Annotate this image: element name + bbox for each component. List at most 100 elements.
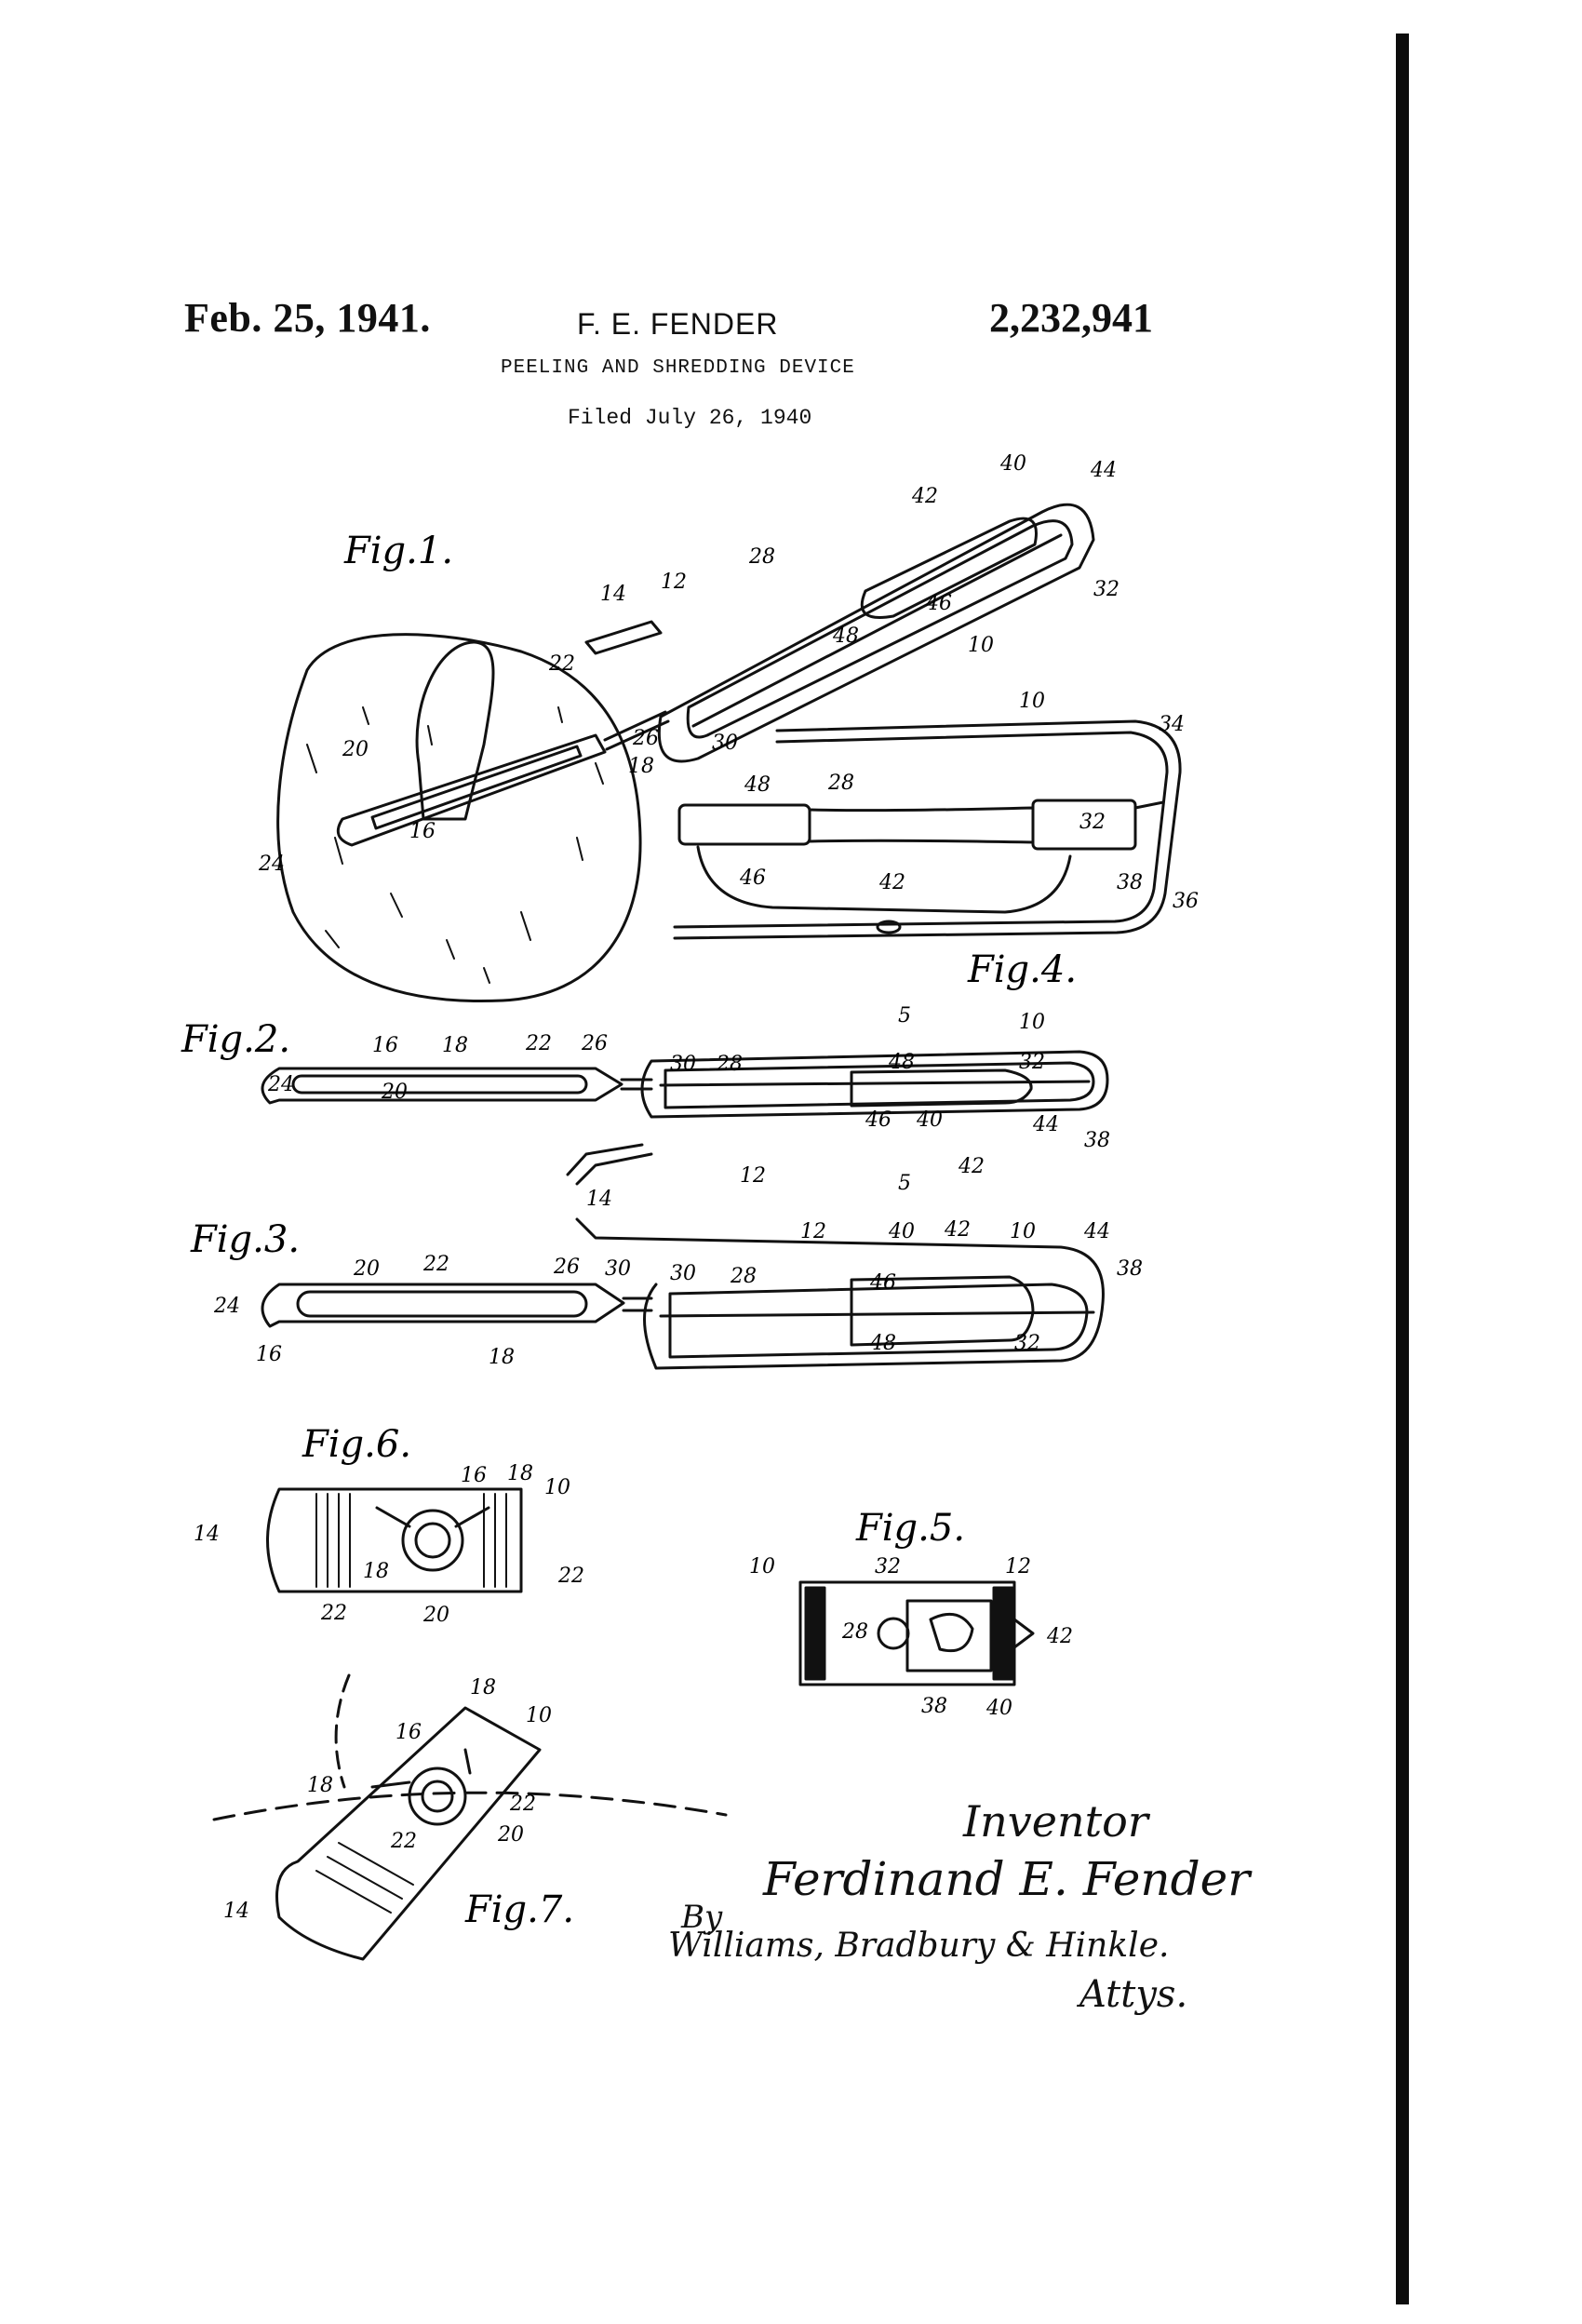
ref-label: 32: [1093, 578, 1119, 601]
ref-label: 16: [461, 1464, 487, 1487]
ref-label: 28: [716, 1053, 743, 1076]
ref-label: 18: [628, 755, 654, 778]
ref-label: 48: [869, 1332, 896, 1355]
ref-label: 32: [1019, 1051, 1045, 1074]
ref-label: 48: [888, 1051, 915, 1074]
ref-label: 40: [888, 1220, 915, 1243]
ref-label: 30: [712, 732, 738, 755]
ref-label: 42: [944, 1218, 971, 1242]
ref-label: 10: [968, 634, 994, 657]
fig4-refs: 10 34 48 28 32 46 42 38 36: [739, 690, 1199, 913]
inventor-label: Inventor: [963, 1796, 1148, 1847]
ref-label: 44: [1083, 1220, 1110, 1243]
fig2-refs: 16 18 22 26 30 28 48 10 32 24 20 46 40 4…: [267, 1004, 1110, 1211]
ref-label: 12: [1005, 1555, 1031, 1578]
ref-label: 24: [267, 1073, 294, 1096]
fig6-section: [266, 1487, 523, 1593]
fig7-refs: 18 10 16 18 22 22 20 14: [223, 1676, 552, 1923]
ref-label: 22: [557, 1565, 584, 1588]
ref-label: 16: [256, 1343, 282, 1366]
ref-label: 20: [422, 1604, 449, 1627]
potato-outline: [276, 633, 642, 1003]
ref-label: 28: [748, 545, 775, 569]
ref-label: 24: [258, 853, 285, 876]
fig2-frame: [640, 1050, 1109, 1119]
ref-label: 12: [661, 571, 687, 594]
ref-label: 28: [730, 1265, 757, 1288]
fig1-label: Fig.1.: [343, 530, 453, 572]
attorneys-signature: Williams, Bradbury & Hinkle.: [668, 1927, 1170, 1965]
ref-label: 46: [865, 1108, 892, 1132]
fig4-handle: [677, 803, 811, 846]
ref-label: 48: [744, 773, 771, 797]
ref-label: 10: [1019, 1011, 1045, 1034]
ref-label: 42: [1046, 1625, 1073, 1648]
fig7-drawing: [212, 1673, 728, 1961]
ref-label: 30: [670, 1053, 696, 1076]
ref-label: 38: [1084, 1129, 1110, 1152]
ref-label: 20: [342, 738, 369, 761]
ref-label: 36: [1173, 890, 1199, 913]
ref-label: 32: [875, 1555, 901, 1578]
fig6-label: Fig.6.: [302, 1423, 411, 1466]
ref-label: 40: [999, 452, 1026, 476]
ref-label: 22: [525, 1032, 552, 1055]
ref-label: 30: [670, 1262, 696, 1285]
fig6-refs: 16 18 10 14 18 22 22 20: [194, 1462, 584, 1627]
fig2-drawing: [261, 1050, 1109, 1186]
ref-label: 46: [869, 1271, 896, 1295]
ref-label: 20: [353, 1257, 380, 1281]
ref-label: 24: [213, 1295, 240, 1318]
patent-date: Feb. 25, 1941.: [184, 295, 431, 341]
ref-label: 20: [497, 1823, 524, 1847]
fig4-drawing: [673, 719, 1182, 940]
ref-label: 14: [586, 1188, 612, 1211]
ref-label: 18: [470, 1676, 496, 1699]
filed-date: Filed July 26, 1940: [568, 406, 812, 430]
attys-label: Attys.: [1079, 1973, 1188, 2016]
ref-label: 18: [489, 1346, 515, 1369]
ref-label: 42: [878, 871, 905, 894]
ref-label: 22: [509, 1793, 536, 1816]
fig3-blade: [261, 1283, 625, 1328]
ref-label: 44: [1090, 459, 1117, 482]
ref-label: 42: [958, 1155, 985, 1178]
fig6-drawing: [266, 1487, 523, 1593]
fig4-frame: [673, 719, 1182, 940]
ref-label: 10: [749, 1555, 775, 1578]
patent-number: 2,232,941: [989, 295, 1153, 341]
ref-label: 42: [911, 485, 938, 508]
ref-label: 10: [544, 1476, 570, 1499]
ref-label: 22: [320, 1602, 347, 1625]
fig5-refs: 10 32 12 28 42 38 40: [749, 1555, 1073, 1720]
ref-label: 26: [581, 1032, 608, 1055]
fig7-label: Fig.7.: [464, 1888, 574, 1931]
fig3-refs: 20 22 26 30 30 28 12 40 42 10 44 38 24 1…: [213, 1218, 1143, 1369]
ref-label: 5: [898, 1004, 911, 1028]
ref-label: 32: [1079, 811, 1106, 834]
ref-label: 18: [307, 1774, 333, 1797]
ref-label: 20: [381, 1081, 408, 1104]
ref-label: 48: [832, 625, 859, 648]
fig5-label: Fig.5.: [855, 1507, 965, 1550]
ref-label: 12: [800, 1220, 826, 1243]
ref-label: 34: [1159, 713, 1185, 736]
ref-label: 40: [985, 1697, 1012, 1720]
by-label: By: [681, 1899, 723, 1936]
inventor-signature: Ferdinand E. Fender: [763, 1852, 1251, 1906]
ref-label: 16: [409, 820, 436, 843]
ref-label: 44: [1032, 1113, 1059, 1136]
ref-label: 38: [921, 1695, 947, 1718]
ref-label: 26: [553, 1256, 580, 1279]
ref-label: 22: [422, 1253, 449, 1276]
fig3-drawing: [261, 1217, 1105, 1370]
ref-label: 32: [1014, 1332, 1040, 1355]
ref-label: 16: [396, 1721, 422, 1744]
fig5-section: [798, 1580, 1016, 1686]
ref-label: 14: [600, 583, 626, 606]
ref-label: 28: [827, 772, 854, 795]
fig2-blade: [261, 1067, 623, 1105]
ref-label: 5: [898, 1172, 911, 1195]
